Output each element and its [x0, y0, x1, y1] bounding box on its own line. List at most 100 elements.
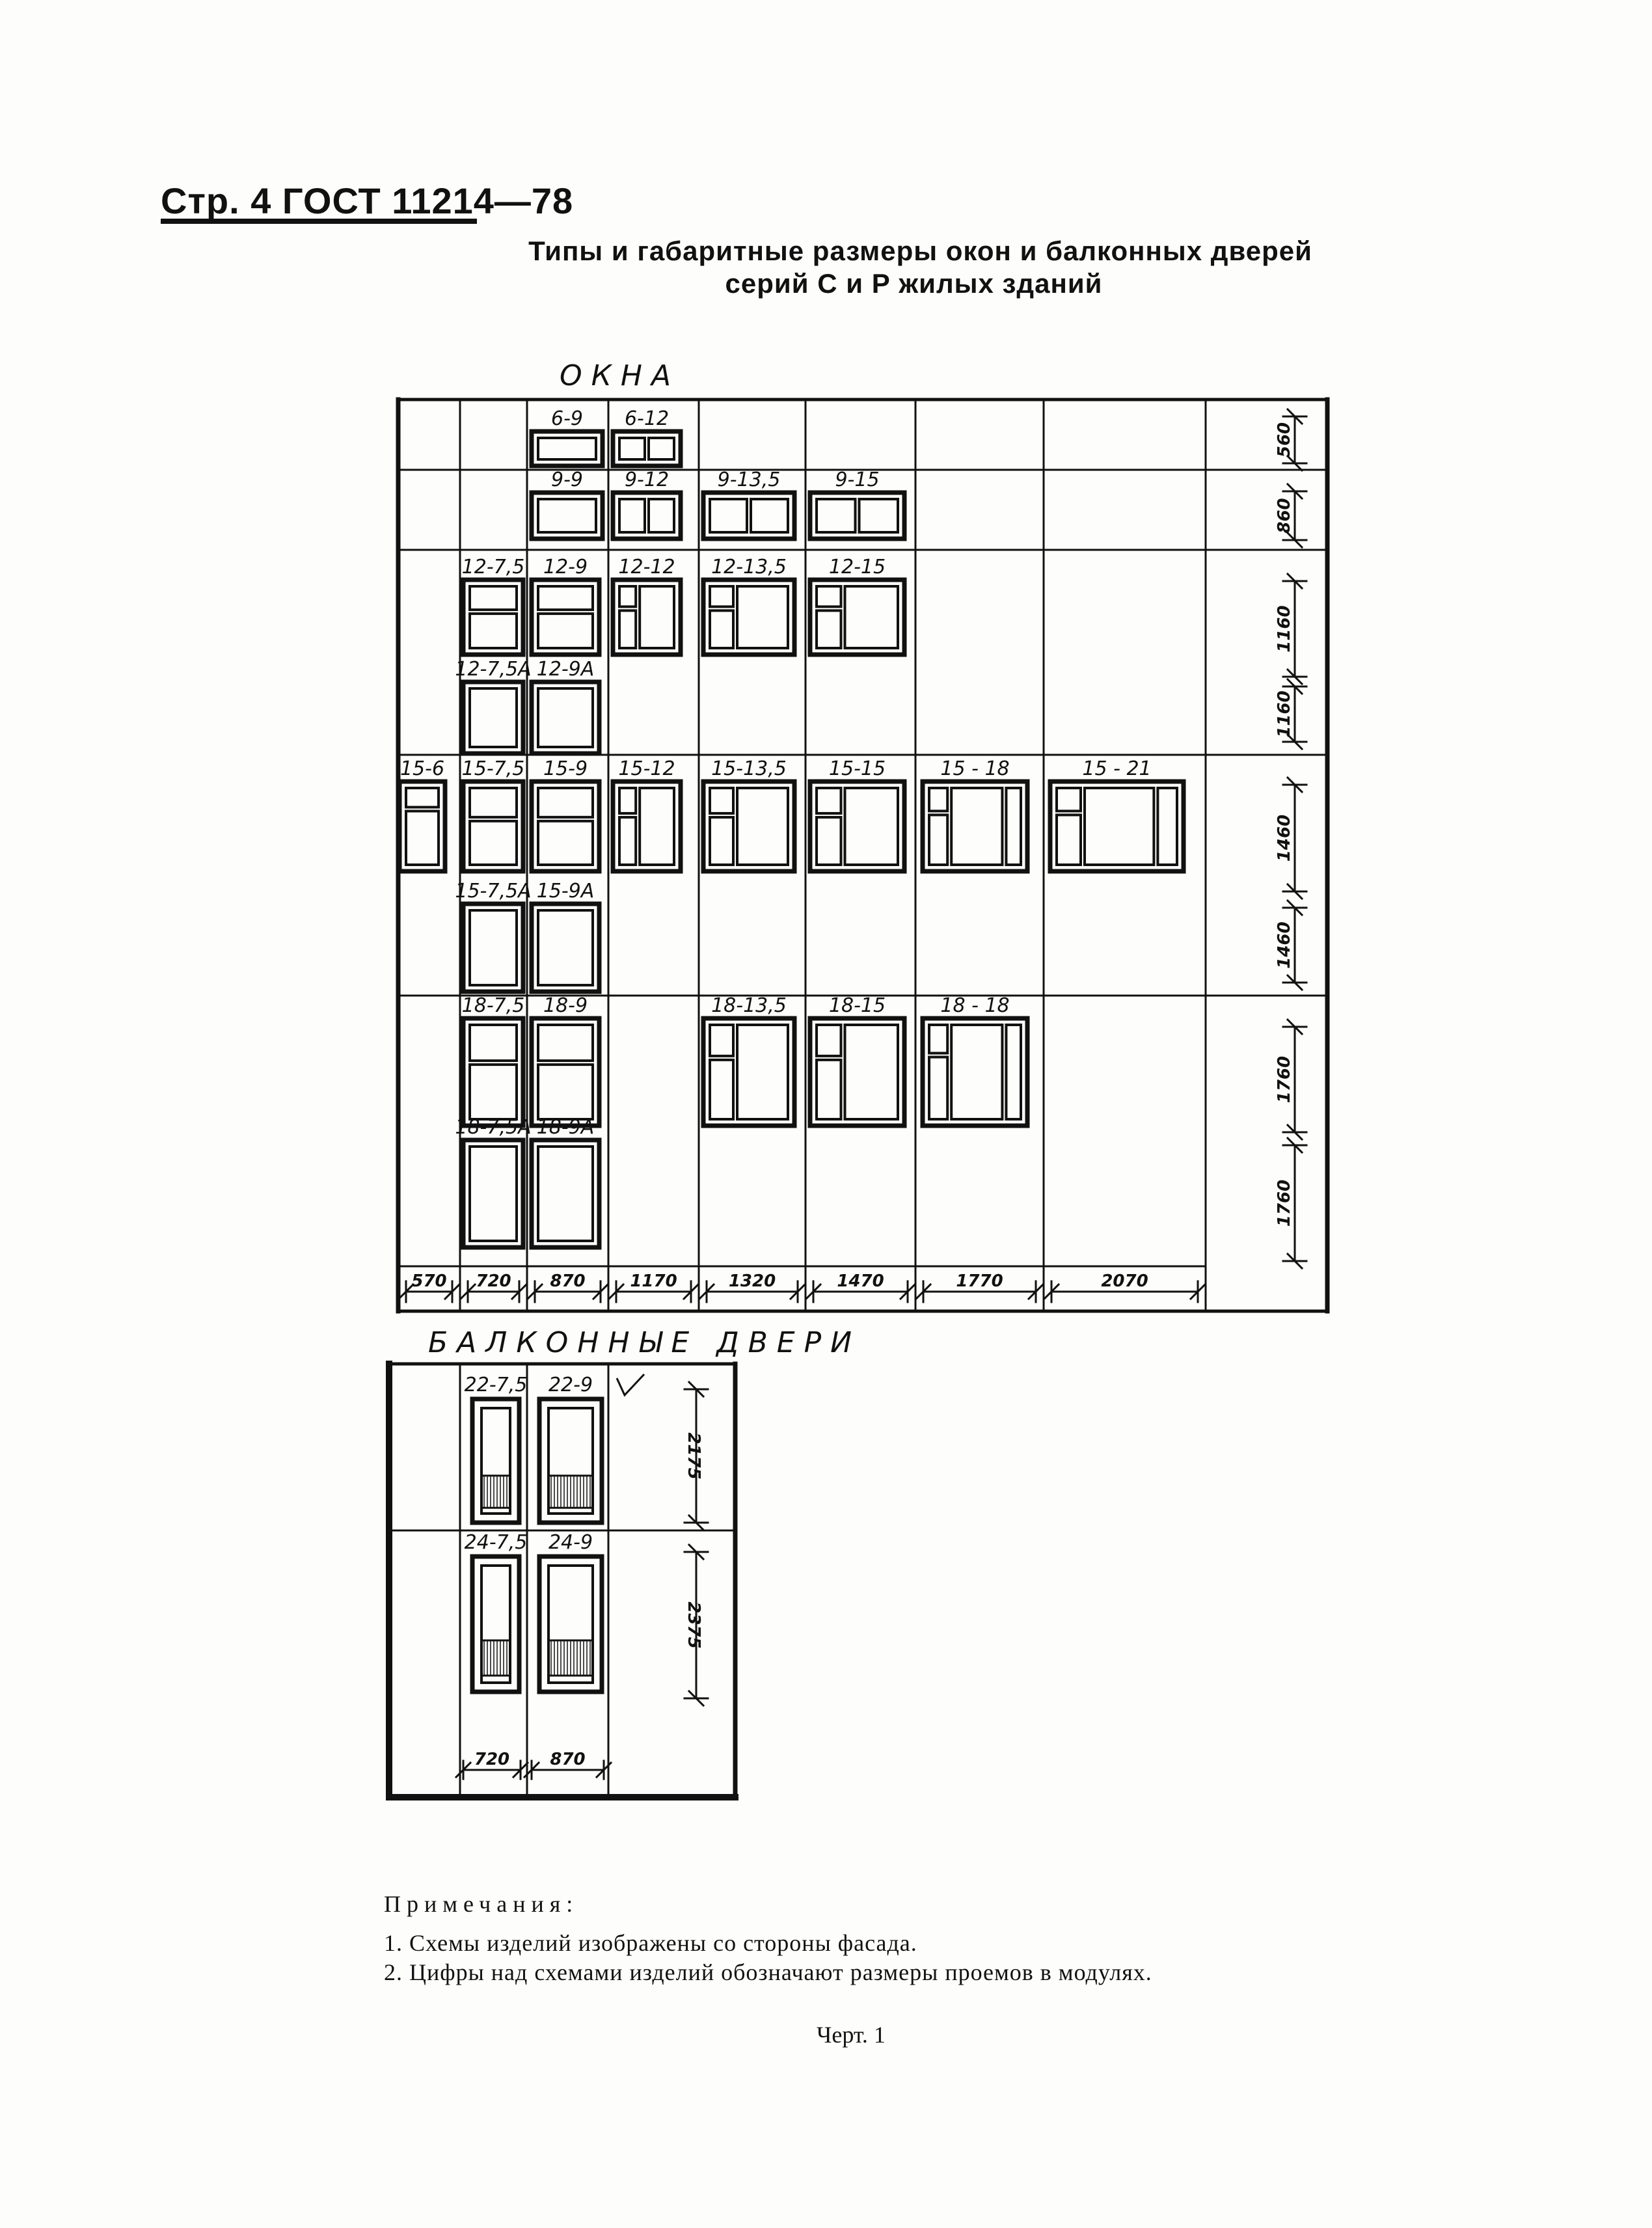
- window-type-label: 15-9А: [537, 880, 595, 903]
- window-pane: [815, 609, 843, 649]
- figure-caption: Черт. 1: [817, 2022, 886, 2048]
- height-dimension-label: 1760: [1275, 1180, 1294, 1227]
- width-dimension-label: 1170: [630, 1271, 677, 1291]
- dimension-tick: [591, 1283, 610, 1301]
- dimension-tick: [687, 1380, 705, 1398]
- window-pane: [843, 787, 899, 866]
- window-pane: [537, 1145, 594, 1242]
- window-frame: [529, 901, 602, 994]
- dimension-tick: [1027, 1283, 1045, 1301]
- window-pane: [1083, 787, 1156, 866]
- window-pane: [468, 909, 518, 986]
- window-frame: [610, 429, 683, 469]
- window-frame: [701, 1016, 797, 1128]
- window-type-label: 12-9: [543, 556, 588, 578]
- dimension-tick: [1286, 882, 1304, 901]
- window-frame: [461, 1016, 526, 1128]
- door-panel: [480, 1474, 511, 1509]
- window-type-label: 9-15: [835, 469, 879, 491]
- window-frame: [529, 779, 602, 874]
- grid-lines: [386, 397, 1330, 1800]
- window-pane: [468, 819, 518, 866]
- window-pane: [858, 498, 899, 534]
- window-pane: [618, 815, 638, 866]
- dimension-tick: [1286, 454, 1304, 472]
- window-type-label: 18-13,5: [711, 994, 787, 1017]
- window-pane: [843, 585, 899, 649]
- dimension-tick: [1286, 973, 1304, 992]
- window-pane: [709, 1024, 735, 1057]
- window-type-label: 15-15: [829, 757, 886, 780]
- window-type-label: 15-13,5: [711, 757, 787, 780]
- doors-section-label: БАЛКОННЫЕ ДВЕРИ: [428, 1326, 861, 1359]
- door-type-label: 24-9: [548, 1531, 593, 1554]
- door-panel: [547, 1639, 594, 1677]
- window-type-label: 9-12: [625, 469, 669, 491]
- door-type-label: 22-9: [548, 1374, 593, 1396]
- window-pane: [618, 437, 646, 461]
- window-type-label: 18-15: [829, 994, 886, 1017]
- window-pane: [843, 1024, 899, 1121]
- door-type-label: 22-7,5: [465, 1374, 528, 1396]
- dimension-tick: [1286, 1252, 1304, 1270]
- window-type-label: 18 - 18: [940, 994, 1009, 1017]
- dimension-tick: [459, 1283, 477, 1301]
- notes-heading: Примечания:: [384, 1891, 579, 1917]
- window-frame: [807, 1016, 907, 1128]
- dimension-tick: [1286, 572, 1304, 590]
- dimension-tick: [1286, 677, 1304, 696]
- window-pane: [468, 1063, 518, 1121]
- window-frame: [807, 779, 907, 874]
- dimension-tick: [511, 1761, 530, 1779]
- dimension-tick: [682, 1283, 700, 1301]
- door-glazing: [547, 1564, 594, 1684]
- dimension-tick: [1286, 776, 1304, 794]
- window-type-label: 15 - 21: [1082, 757, 1151, 780]
- window-pane: [618, 787, 638, 815]
- dimension-tick: [397, 1283, 415, 1301]
- window-pane: [537, 1063, 594, 1121]
- window-pane: [928, 813, 949, 867]
- dimension-tick: [607, 1283, 625, 1301]
- title-line-1: Типы и габаритные размеры окон и балконн…: [528, 236, 1312, 266]
- window-frame: [920, 1016, 1030, 1128]
- window-type-label: 9-13,5: [718, 469, 781, 491]
- window-pane: [709, 815, 735, 866]
- width-dimension-label: 1770: [956, 1271, 1003, 1291]
- window-pane: [736, 1024, 789, 1121]
- window-pane: [709, 1058, 735, 1121]
- window-pane: [1055, 813, 1082, 867]
- dimension-tick: [687, 1689, 705, 1707]
- height-dimension-label: 1460: [1275, 921, 1294, 968]
- window-pane: [638, 787, 676, 866]
- window-pane: [815, 1024, 843, 1057]
- dimension-tick: [454, 1761, 472, 1779]
- window-pane: [638, 585, 676, 649]
- window-pane: [618, 498, 646, 534]
- window-frame: [610, 779, 683, 874]
- window-frame: [920, 779, 1030, 874]
- window-type-label: 6-12: [625, 407, 669, 430]
- door-type-label: 24-7,5: [465, 1531, 528, 1554]
- window-type-label: 12-9А: [537, 658, 595, 681]
- window-pane: [647, 498, 675, 534]
- note-item: 1. Схемы изделий изображены со стороны ф…: [384, 1930, 917, 1956]
- dimension-tick: [595, 1761, 613, 1779]
- dimension-tick: [522, 1761, 541, 1779]
- window-frame: [397, 779, 448, 874]
- window-frame: [461, 577, 526, 657]
- door-glazing: [547, 1407, 594, 1515]
- height-dimension-label: 2375: [684, 1601, 703, 1648]
- window-frame: [701, 490, 797, 541]
- window-frame: [807, 577, 907, 657]
- dimension-lines: [397, 407, 1308, 1780]
- width-dimension-label: 870: [550, 1750, 585, 1769]
- width-dimension-label: 720: [474, 1750, 509, 1769]
- height-dimension-label: 560: [1275, 422, 1294, 457]
- window-type-label: 12-7,5: [462, 556, 525, 578]
- height-dimension-label: 2175: [684, 1432, 703, 1479]
- width-dimension-label: 2070: [1101, 1271, 1148, 1291]
- window-pane: [468, 585, 518, 612]
- window-type-label: 15-7,5А: [455, 880, 531, 903]
